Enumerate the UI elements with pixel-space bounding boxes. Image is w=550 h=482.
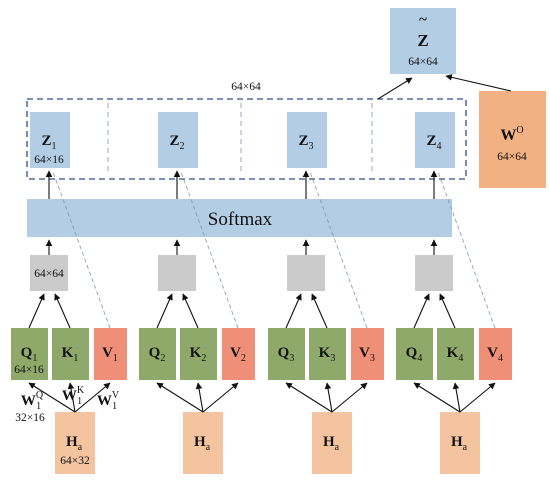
h-to-v-arrow xyxy=(202,382,239,413)
score-block xyxy=(158,255,196,291)
v-block xyxy=(479,328,512,380)
h-to-v-arrow xyxy=(74,382,111,413)
wo-sup: O xyxy=(516,125,523,136)
h-to-v-arrow xyxy=(459,382,496,413)
concat-to-output-arrow xyxy=(377,77,413,100)
h-to-q-arrow xyxy=(156,382,204,413)
k-label: K3 xyxy=(319,345,336,364)
concat-box xyxy=(26,98,467,180)
score-block xyxy=(30,255,68,291)
score-block xyxy=(287,255,325,291)
z-label: Z3 xyxy=(298,133,313,152)
h-label: Ha xyxy=(323,434,340,453)
v-label: V2 xyxy=(230,345,246,364)
wo-to-output-arrow xyxy=(445,74,512,92)
output-dim: 64×64 xyxy=(408,56,438,68)
k-label: K1 xyxy=(62,345,79,364)
k-to-score-arrow xyxy=(311,293,328,329)
q-dim: 64×16 xyxy=(14,364,44,376)
q-to-score-arrow xyxy=(28,293,45,329)
z-block xyxy=(30,112,70,168)
q-block xyxy=(11,328,48,380)
k-label: K4 xyxy=(447,345,464,364)
k-to-score-arrow xyxy=(182,293,199,329)
v-label: V3 xyxy=(359,345,375,364)
wo-letter: W xyxy=(500,127,516,144)
output-tilde: ~ xyxy=(419,12,427,28)
q-label: Q4 xyxy=(406,345,423,364)
k-block xyxy=(180,328,217,380)
h-to-k-arrow xyxy=(67,382,76,413)
h-to-q-arrow xyxy=(28,382,76,413)
z-block xyxy=(415,112,455,168)
v-to-z-dashed xyxy=(180,171,239,329)
v-label: V4 xyxy=(487,345,503,364)
softmax-bar xyxy=(27,199,452,237)
output-label: Z xyxy=(417,31,428,50)
w-dim: 32×16 xyxy=(15,412,45,424)
q-block xyxy=(139,328,176,380)
svg-text:WO: WO xyxy=(500,125,523,144)
h-label: Ha xyxy=(66,434,83,453)
k-block xyxy=(309,328,346,380)
h-block xyxy=(183,412,223,474)
z-label: Z2 xyxy=(169,133,184,152)
z-dim: 64×16 xyxy=(34,154,64,166)
output-z-block: ~ Z 64×64 xyxy=(390,8,456,74)
v-to-z-dashed xyxy=(52,171,111,329)
h-block xyxy=(55,412,95,474)
q-label: Q3 xyxy=(278,345,295,364)
z-label: Z4 xyxy=(426,133,441,152)
h-to-q-arrow xyxy=(413,382,461,413)
h-to-q-arrow xyxy=(285,382,333,413)
v-to-z-dashed xyxy=(309,171,368,329)
h-label: Ha xyxy=(451,434,468,453)
q-to-score-arrow xyxy=(413,293,430,329)
h-block xyxy=(312,412,352,474)
q-label: Q1 xyxy=(21,345,38,364)
h-dim: 64×32 xyxy=(60,455,90,467)
score-block xyxy=(415,255,453,291)
k-block xyxy=(437,328,474,380)
softmax-label: Softmax xyxy=(208,209,273,230)
v-block xyxy=(351,328,384,380)
z-label: Z1 xyxy=(41,133,56,152)
h-to-k-arrow xyxy=(195,382,204,413)
h-to-k-arrow xyxy=(324,382,333,413)
v-block xyxy=(222,328,255,380)
wo-dim: 64×64 xyxy=(497,151,527,163)
h-label: Ha xyxy=(194,434,211,453)
q-block xyxy=(396,328,433,380)
h-to-v-arrow xyxy=(331,382,368,413)
score-dim: 64×64 xyxy=(34,268,64,280)
q-label: Q2 xyxy=(149,345,166,364)
k-label: K2 xyxy=(190,345,207,364)
q-to-score-arrow xyxy=(156,293,173,329)
concat-dim: 64×64 xyxy=(231,81,261,93)
z-block xyxy=(287,112,327,168)
k-to-score-arrow xyxy=(54,293,71,329)
v-label: V1 xyxy=(102,345,118,364)
h-to-k-arrow xyxy=(452,382,461,413)
k-block xyxy=(52,328,89,380)
q-block xyxy=(268,328,305,380)
h-block xyxy=(440,412,480,474)
v-block xyxy=(94,328,127,380)
wo-block: WO 64×64 xyxy=(479,91,546,188)
q-to-score-arrow xyxy=(285,293,302,329)
k-to-score-arrow xyxy=(439,293,456,329)
z-block xyxy=(158,112,198,168)
v-to-z-dashed xyxy=(437,171,496,329)
